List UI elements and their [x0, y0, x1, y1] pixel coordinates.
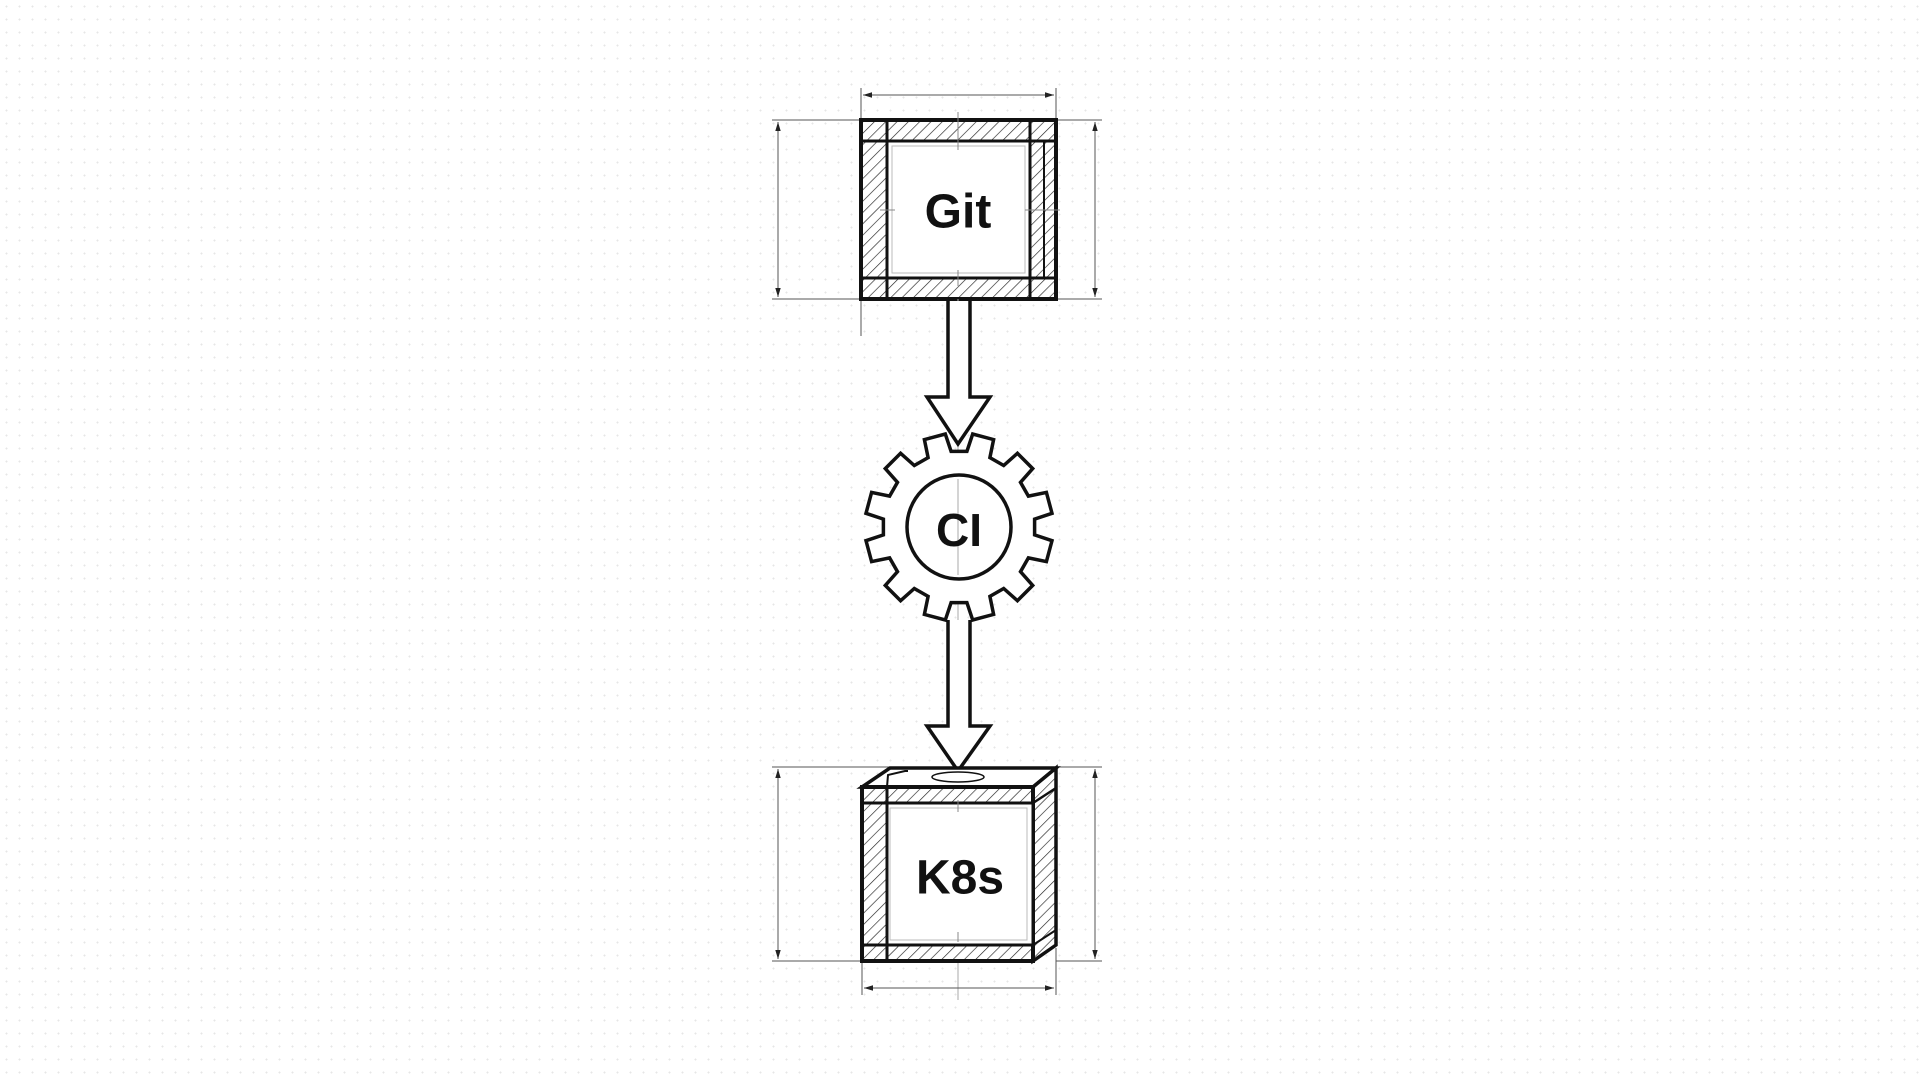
- arrow-ci-to-k8s: [923, 620, 994, 775]
- arrow-down-icon: [923, 620, 994, 775]
- k8s-node[interactable]: K8s: [772, 764, 1102, 995]
- k8s-label: K8s: [916, 852, 1004, 905]
- ci-node[interactable]: CI: [863, 431, 1055, 623]
- gear-hub-icon: [905, 473, 1013, 581]
- git-box-icon: [859, 112, 1060, 301]
- git-node[interactable]: Git: [772, 88, 1102, 336]
- arrow-down-icon: [923, 301, 994, 448]
- git-dimensions: [772, 88, 1102, 336]
- k8s-box-icon: [856, 764, 1061, 965]
- ci-label: CI: [936, 504, 982, 556]
- git-label: Git: [925, 186, 992, 239]
